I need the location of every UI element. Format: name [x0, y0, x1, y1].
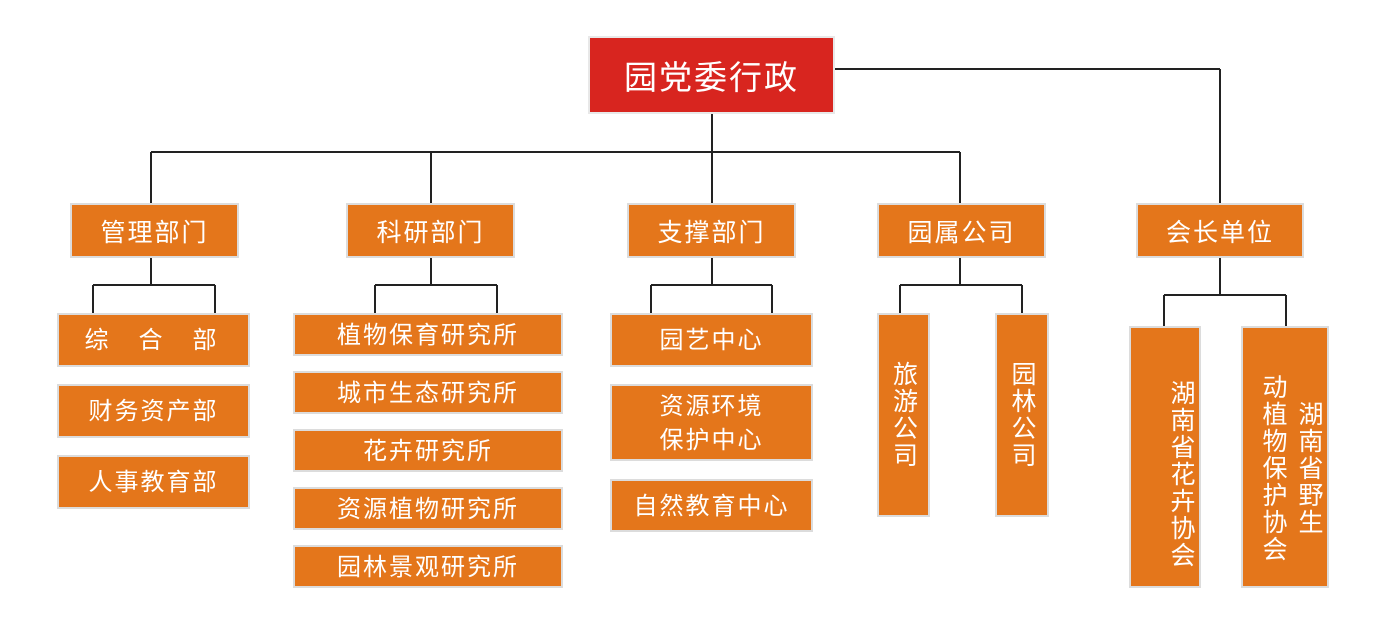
unit-label: 综合部 [84, 326, 247, 354]
unit-horticulture-center: 园艺中心 [610, 313, 813, 367]
unit-label: 湖南省花卉协会 [1167, 379, 1196, 569]
unit-resource-plants: 资源植物研究所 [293, 487, 563, 530]
unit-plant-conservation: 植物保育研究所 [293, 313, 563, 356]
unit-label: 人事教育部 [88, 468, 219, 496]
unit-urban-ecology: 城市生态研究所 [293, 371, 563, 414]
unit-label: 花卉研究所 [363, 436, 493, 465]
unit-label: 旅游公司 [889, 361, 919, 469]
unit-label: 城市生态研究所 [337, 378, 519, 407]
dept-label: 园属公司 [907, 217, 1016, 247]
dept-research: 科研部门 [346, 203, 515, 258]
unit-environment-center: 资源环境 保护中心 [610, 384, 813, 461]
dept-label: 科研部门 [376, 217, 485, 247]
unit-label: 植物保育研究所 [337, 320, 519, 349]
dept-management: 管理部门 [70, 203, 239, 258]
unit-hunan-flower-association: 湖南省花卉协会 [1129, 326, 1201, 588]
dept-association: 会长单位 [1136, 203, 1304, 258]
unit-flower-research: 花卉研究所 [293, 429, 563, 472]
unit-landscape-research: 园林景观研究所 [293, 545, 563, 588]
unit-label: 财务资产部 [88, 397, 219, 425]
dept-label: 管理部门 [100, 217, 209, 247]
unit-label: 园林景观研究所 [337, 552, 519, 581]
unit-label: 自然教育中心 [633, 491, 790, 520]
dept-label: 会长单位 [1165, 217, 1274, 247]
unit-landscape-company: 园林公司 [995, 313, 1049, 517]
dept-companies: 园属公司 [877, 203, 1046, 258]
unit-label: 资源环境 保护中心 [659, 391, 764, 454]
root-label: 园党委行政 [624, 58, 799, 97]
unit-nature-education-center: 自然教育中心 [610, 479, 813, 532]
unit-tourism-company: 旅游公司 [877, 313, 930, 517]
unit-label: 资源植物研究所 [337, 494, 519, 523]
dept-support: 支撑部门 [627, 203, 796, 258]
unit-hunan-wildlife-association: 湖南省野生 动植物保护协会 [1241, 326, 1329, 588]
unit-label: 园艺中心 [659, 326, 764, 354]
root-node: 园党委行政 [588, 36, 835, 114]
dept-label: 支撑部门 [657, 217, 766, 247]
unit-hr-education: 人事教育部 [57, 455, 250, 509]
unit-label: 园林公司 [1008, 361, 1037, 469]
unit-general-office: 综合部 [57, 313, 250, 367]
unit-label: 湖南省野生 动植物保护协会 [1259, 373, 1324, 563]
unit-finance-assets: 财务资产部 [57, 384, 250, 438]
